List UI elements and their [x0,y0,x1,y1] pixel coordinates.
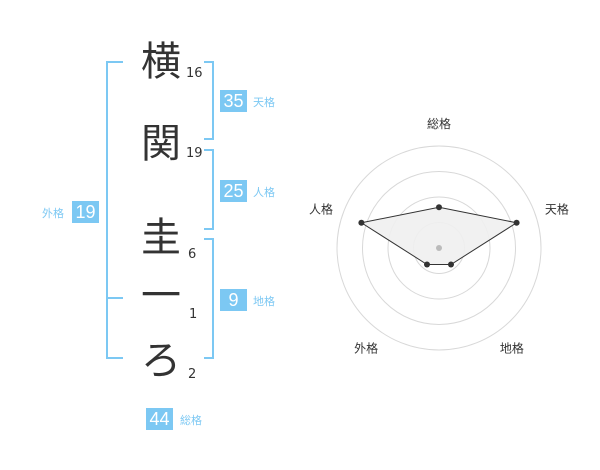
stroke-count-1: 16 [186,66,203,81]
name-char-1: 横 [141,39,181,85]
radar-point [424,261,431,268]
radar-point [436,204,442,211]
radar-rings [336,145,542,351]
gaikaku-label: 外格 [42,207,64,220]
gaikaku-value: 19 [72,201,99,223]
tenkaku-label: 天格 [253,96,275,109]
tenkaku-value: 35 [220,90,247,112]
chikaku-value: 9 [220,289,247,311]
radar-point [358,219,365,226]
jinkaku-label: 人格 [253,186,275,199]
radar-point [513,219,520,226]
chikaku-label: 地格 [253,295,275,308]
gaikaku-bracket [106,61,123,359]
stroke-count-2: 19 [186,146,203,161]
jinkaku-bracket [204,149,214,230]
name-char-2: 関 [141,121,181,167]
radar-axis-label: 総格 [427,116,451,131]
radar-axis-label: 外格 [354,340,378,355]
radar-area [360,206,518,266]
soukaku-label: 総格 [180,414,202,427]
radar-ring [336,145,542,351]
radar-points [358,204,520,268]
radar-center-dot [436,245,442,251]
stroke-count-3: 6 [188,247,197,262]
radar-point [447,261,454,268]
stroke-count-4: 1 [189,307,198,322]
radar-axis-label: 人格 [309,202,333,217]
radar-axis-label: 地格 [500,340,524,355]
chikaku-bracket [204,238,214,359]
radar-axis-label: 天格 [545,202,569,217]
radar-ring [362,171,516,325]
name-char-3: 圭 [141,215,181,261]
jinkaku-value: 25 [220,180,247,202]
name-char-5: ろ [141,338,181,384]
soukaku-value: 44 [146,408,173,430]
radar-ring [387,196,491,300]
tenkaku-bracket [204,61,214,140]
name-char-4: 一 [141,273,181,319]
stroke-count-5: 2 [188,367,197,382]
